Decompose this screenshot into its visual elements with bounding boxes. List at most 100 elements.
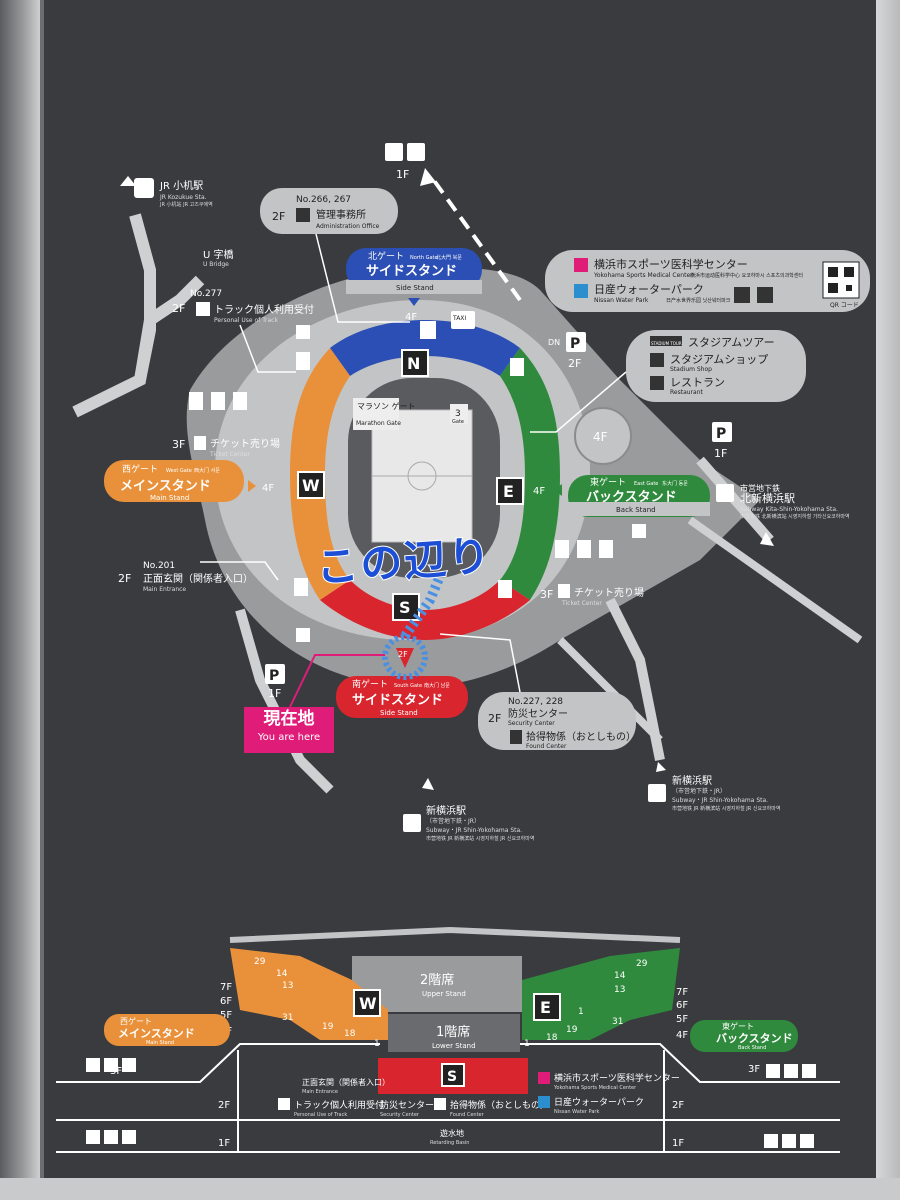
you-are-here-badge: 現在地 You are here — [244, 707, 334, 753]
north-path — [428, 173, 522, 302]
north-stand[interactable] — [330, 320, 520, 376]
cross-section: 2階席 Upper Stand 1階席 Lower Stand W E 29 1… — [56, 926, 840, 1153]
road-se — [605, 597, 665, 761]
parking-icon-n — [566, 332, 586, 352]
cs-section-e-box — [533, 993, 561, 1021]
admin-number: No.266, 267 — [296, 195, 351, 205]
shin-yoko-s-en: Subway・JR Shin-Yokohama Sta. — [426, 827, 522, 834]
ticket-w-en: Ticket Center — [209, 451, 250, 458]
security-leader — [439, 633, 521, 693]
kita-shin-pre: 市営地下鉄 — [740, 483, 780, 493]
ticket-e-jp: チケット売り場 — [574, 586, 644, 599]
road-far-east — [687, 516, 863, 644]
found-en: Found Center — [526, 743, 567, 750]
north-gate-en: North Gate — [410, 255, 438, 261]
kita-shin-sub: 市营地铁 北新横滨站 시영지하철 기타신요코하마역 — [740, 513, 850, 520]
cs-bus-icon-e — [782, 1134, 796, 1148]
cs-water-jp: 日産ウォーターパーク — [554, 1096, 644, 1108]
shop-en: Stadium Shop — [670, 366, 712, 373]
west-gate-floor: 4F — [262, 483, 274, 494]
ticket-e-floor: 3F — [540, 588, 553, 601]
found-icon — [510, 730, 522, 744]
cs-bus-icon-w — [104, 1130, 118, 1144]
admin-floor: 2F — [272, 210, 285, 223]
nursing-icon-e — [599, 540, 613, 558]
cs-east-stand: バックスタンド — [716, 1032, 793, 1045]
east-plaza-floor: 4F — [593, 430, 608, 444]
cs-found-en: Found Center — [450, 1112, 485, 1118]
shin-yoko-s-arrow — [422, 778, 434, 790]
row-e-18: 18 — [546, 1033, 558, 1043]
u-bridge-jp: U 字橋 — [203, 248, 234, 261]
east-gate-marker — [554, 484, 562, 496]
parking-n-floor: 2F — [568, 357, 581, 370]
cs-east-stand-en: Back Stand — [738, 1045, 766, 1051]
cs-security-jp: 防災センター — [380, 1099, 434, 1111]
you-are-here-jp: 現在地 — [263, 709, 315, 729]
row-e-14: 14 — [614, 971, 626, 981]
north-stand-en: Side Stand — [396, 284, 434, 292]
handwritten-annotation: この辺り — [314, 530, 495, 593]
cs-w-1f: 1F — [218, 1138, 230, 1149]
taxi-icon — [451, 311, 475, 329]
cs-medical-jp: 横浜市スポーツ医科学センター — [554, 1072, 680, 1084]
toilet-icon-w — [189, 392, 203, 410]
cs-e-4f: 4F — [676, 1030, 688, 1041]
current-location-ring — [382, 634, 428, 680]
frame-bottom — [0, 1178, 900, 1200]
cs-wheelchair-icon-e — [784, 1064, 798, 1078]
current-location-marker — [396, 648, 414, 668]
row-w-19: 19 — [322, 1022, 334, 1032]
cs-main-entrance-en: Main Entrance — [302, 1089, 338, 1095]
cs-section-s: S — [447, 1069, 457, 1085]
frame-right — [874, 0, 900, 1200]
qr-label: QR コード — [830, 302, 859, 309]
section-w-box — [297, 471, 325, 499]
north-1f: 1F — [396, 168, 409, 181]
annotation-pointer — [400, 574, 445, 639]
ticket-w-jp: チケット売り場 — [210, 437, 280, 450]
section-n-box — [401, 349, 429, 377]
north-gate-small: 北大門 북문 — [436, 254, 462, 261]
shin-yoko-e-jp: 新横浜駅 — [672, 774, 712, 787]
lower-stand-jp: 1階席 — [436, 1024, 470, 1040]
shin-yoko-e-sub1: （市営地下鉄・JR） — [672, 787, 726, 795]
tour-bus-icon — [734, 287, 750, 303]
east-stand[interactable] — [500, 348, 560, 600]
row-w-13: 13 — [282, 981, 293, 991]
water-park-sub: 日产水世界乐园 닛산워터파크 — [666, 297, 731, 304]
medical-callout[interactable] — [545, 250, 870, 312]
tour-callout[interactable] — [626, 330, 806, 402]
north-path-arrow — [420, 168, 436, 186]
runner-icon — [196, 302, 210, 316]
admin-leader — [315, 233, 410, 323]
east-gate-name: 東ゲート — [590, 476, 626, 488]
tour-leader — [530, 371, 627, 433]
security-number: No.227, 228 — [508, 697, 563, 707]
ticket-machine-icon — [420, 321, 436, 339]
cs-basin-en: Retarding Basin — [430, 1140, 469, 1146]
east-tiers — [522, 948, 680, 1040]
admin-callout[interactable] — [260, 188, 398, 234]
shin-yoko-s-jp: 新横浜駅 — [426, 804, 466, 817]
cs-east-gate-pill — [690, 1020, 798, 1052]
cs-e-7f: 7F — [676, 987, 688, 998]
shin-yoko-e-sub2: 市营地铁 JR 新横滨站 시영지하철 JR 신요코하마역 — [672, 805, 780, 812]
shin-yoko-s-sub1: （市営地下鉄・JR） — [426, 817, 480, 825]
west-gate-pill[interactable] — [104, 460, 244, 502]
cs-wheelchair-icon-w — [104, 1058, 118, 1072]
row-e-13: 13 — [614, 985, 625, 995]
parking-icon-e — [712, 422, 732, 442]
row-w-14: 14 — [276, 969, 288, 979]
south-gate-pill[interactable] — [336, 676, 468, 718]
parking-icon-sw — [265, 664, 285, 684]
shin-yoko-s-sub2: 市营地铁 JR 新横滨站 시영지하철 JR 신요코하마역 — [426, 835, 534, 842]
medical-en: Yokohama Sports Medical Center — [593, 272, 693, 279]
no201-number: No.201 — [143, 561, 175, 571]
east-gate-en: East Gate — [634, 481, 658, 487]
south-stand[interactable] — [320, 580, 530, 640]
north-gate-pill[interactable] — [346, 248, 482, 290]
cs-e-2f: 2F — [672, 1100, 684, 1111]
shop-jp: スタジアムショップ — [670, 353, 768, 366]
cs-west-stand-en: Main Stand — [146, 1040, 174, 1046]
